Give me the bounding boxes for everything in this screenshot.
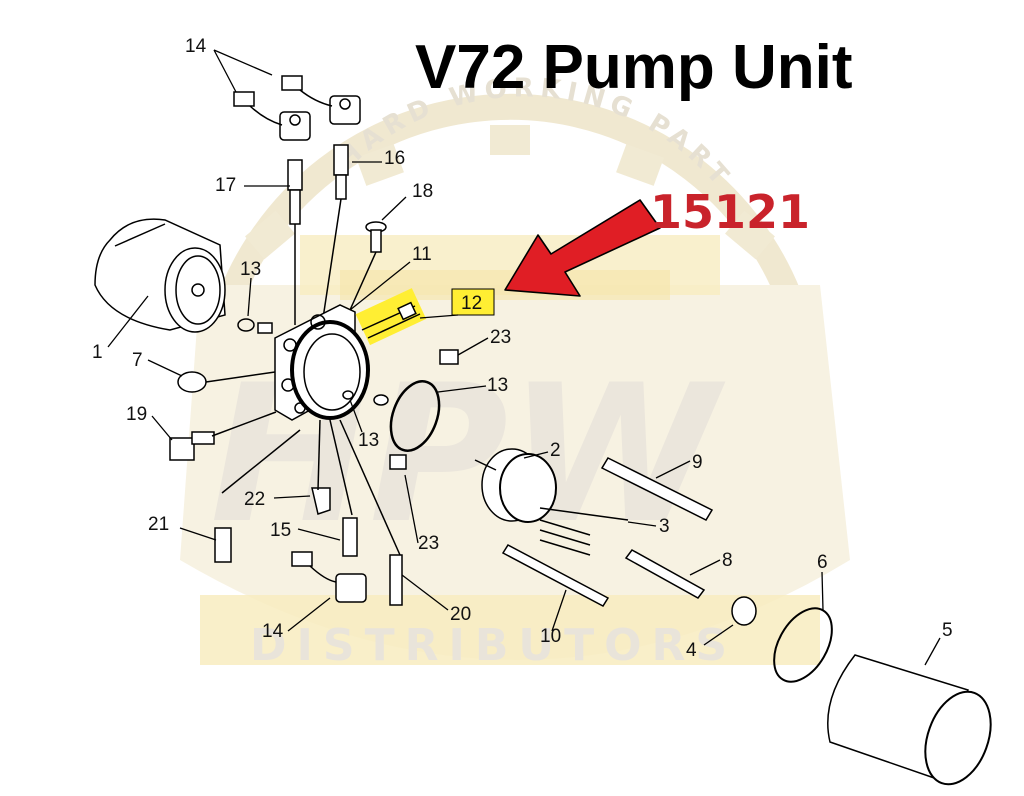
elbow-22-part bbox=[311, 487, 331, 515]
callout-10: 10 bbox=[540, 626, 561, 647]
sensor-21-part bbox=[214, 527, 232, 563]
callout-18: 18 bbox=[412, 181, 433, 202]
reservoir-5-part bbox=[827, 654, 992, 786]
callout-20: 20 bbox=[450, 604, 471, 625]
callout-13-motor: 13 bbox=[240, 259, 261, 280]
valve-15-part bbox=[342, 517, 358, 557]
callout-11: 11 bbox=[412, 244, 432, 265]
callout-23-top: 23 bbox=[490, 327, 511, 348]
callout-3: 3 bbox=[659, 516, 670, 537]
tube-9-part bbox=[600, 457, 714, 521]
o-ring-mini bbox=[342, 390, 354, 400]
callout-22: 22 bbox=[244, 489, 265, 510]
callout-8: 8 bbox=[722, 550, 733, 571]
motor-part bbox=[94, 218, 226, 333]
callout-leaders bbox=[107, 49, 941, 666]
coil-14-bottom bbox=[335, 573, 367, 603]
relief-valve-part bbox=[361, 301, 421, 339]
callout-13-oring: 13 bbox=[487, 375, 508, 396]
breather-cap bbox=[349, 221, 387, 311]
callout-23-mid: 23 bbox=[418, 533, 439, 554]
o-ring-large bbox=[389, 380, 441, 452]
cartridge-valves bbox=[287, 144, 349, 326]
solenoid-coils-top bbox=[233, 75, 361, 141]
callout-2: 2 bbox=[550, 440, 561, 461]
tube-10-part bbox=[501, 544, 610, 607]
callout-14-bottom: 14 bbox=[262, 621, 284, 642]
diagram-title: V72 Pump Unit bbox=[415, 33, 853, 102]
pump-gear-part bbox=[474, 448, 557, 523]
manifold-block bbox=[274, 304, 370, 421]
cap-7-part bbox=[177, 371, 207, 393]
plug-small bbox=[373, 394, 389, 406]
callout-13-block: 13 bbox=[358, 430, 379, 451]
callout-6: 6 bbox=[817, 552, 828, 573]
fitting-19-part bbox=[169, 411, 277, 461]
fitting-20-part bbox=[389, 554, 403, 606]
callout-7: 7 bbox=[132, 350, 143, 371]
bolts-part bbox=[539, 507, 629, 556]
parts-line-art bbox=[94, 75, 992, 786]
callout-19: 19 bbox=[126, 404, 147, 425]
callout-14-top: 14 bbox=[185, 36, 207, 57]
callout-12: 12 bbox=[461, 293, 482, 314]
fitting-top bbox=[439, 349, 459, 365]
clamp-6-part bbox=[773, 607, 833, 683]
o-ring-seat bbox=[257, 322, 273, 334]
callout-16: 16 bbox=[384, 148, 405, 169]
fitting-mid bbox=[389, 454, 407, 470]
callout-labels: 14 16 17 18 13 11 1 23 7 13 19 13 2 9 22… bbox=[92, 36, 953, 661]
o-ring-small bbox=[237, 318, 255, 332]
callout-21: 21 bbox=[148, 514, 169, 535]
callout-4: 4 bbox=[686, 640, 697, 661]
highlight-box bbox=[451, 288, 495, 316]
callout-15: 15 bbox=[270, 520, 291, 541]
callout-5: 5 bbox=[942, 620, 953, 641]
pointer-arrow bbox=[504, 199, 661, 297]
bushing-4-part bbox=[731, 596, 757, 626]
callout-9: 9 bbox=[692, 452, 703, 473]
callout-1: 1 bbox=[92, 342, 103, 363]
watermark-banner: DISTRIBUTORS bbox=[250, 620, 737, 671]
highlighted-callout: 12 bbox=[419, 288, 495, 319]
part-number-callout: 15121 bbox=[650, 185, 811, 239]
tube-8-part bbox=[624, 549, 706, 599]
callout-17: 17 bbox=[215, 175, 236, 196]
